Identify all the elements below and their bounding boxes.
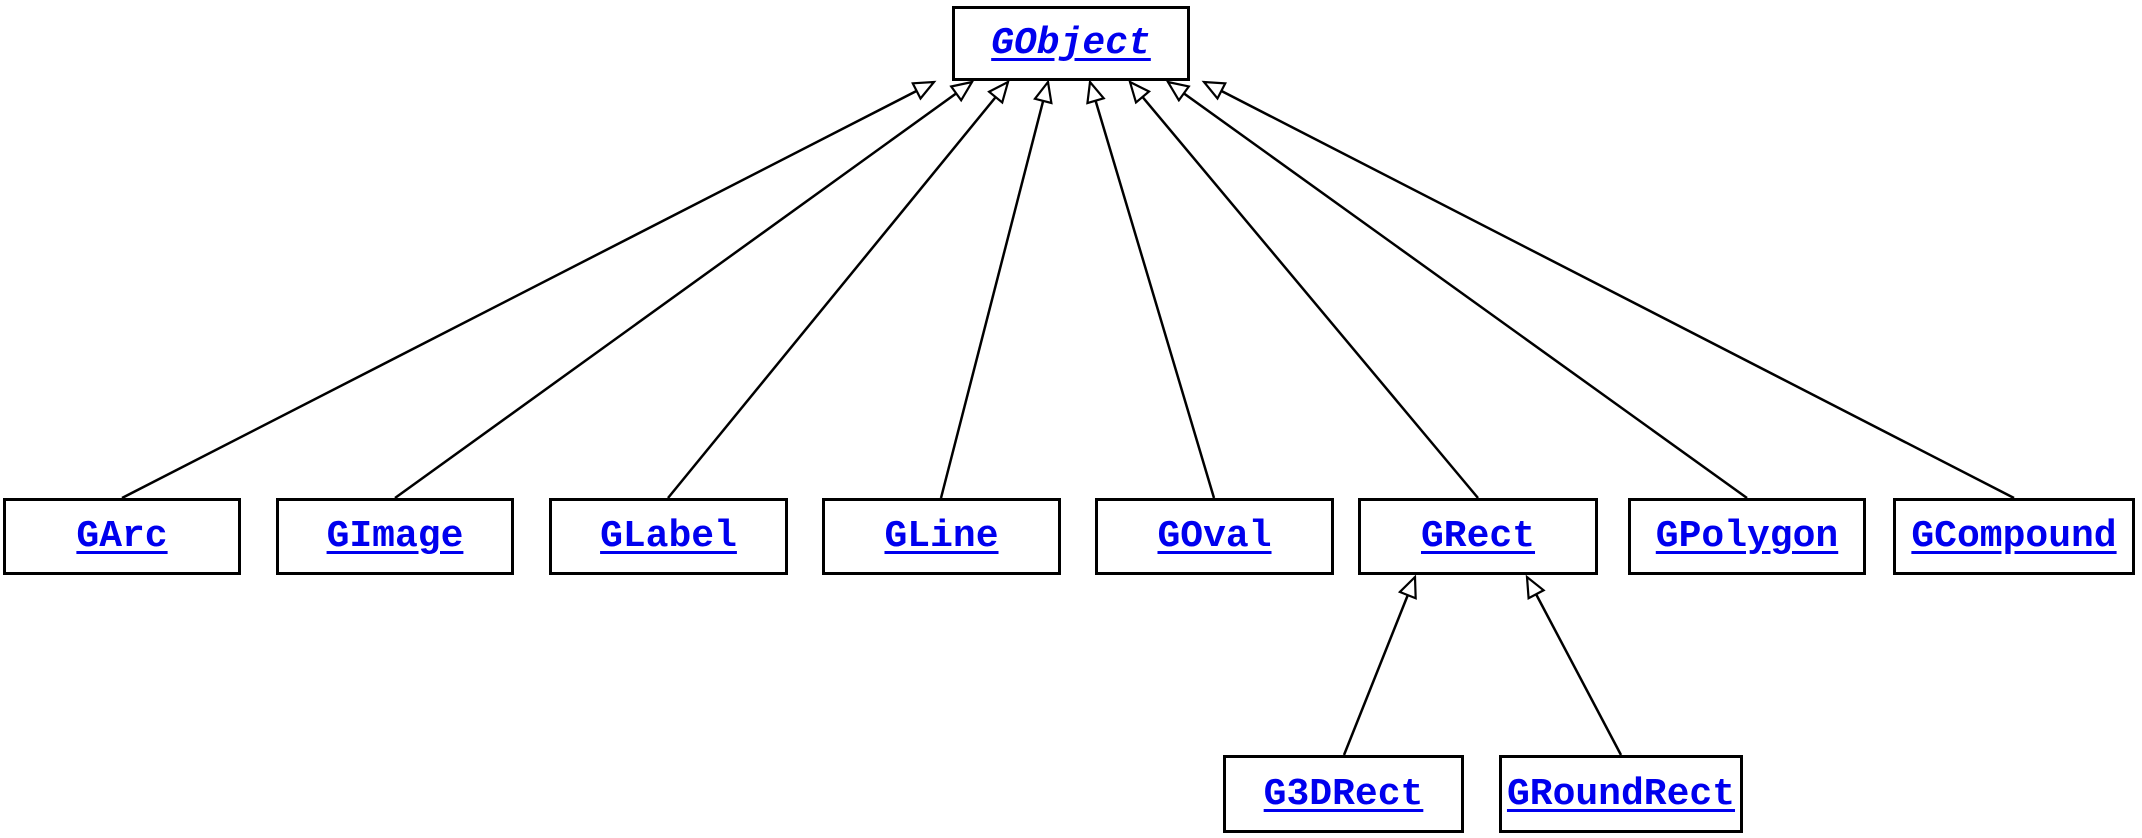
edge-gline-gobject — [939, 82, 1048, 499]
class-box-glabel[interactable]: GLabel — [549, 498, 788, 575]
class-link-gcompound[interactable]: GCompound — [1911, 515, 2117, 558]
class-box-goval[interactable]: GOval — [1095, 498, 1334, 575]
class-link-garc[interactable]: GArc — [76, 515, 168, 558]
class-box-garc[interactable]: GArc — [3, 498, 241, 575]
class-box-grect[interactable]: GRect — [1358, 498, 1598, 575]
edge-groundrect-grect — [1527, 577, 1623, 756]
class-box-g3drect[interactable]: G3DRect — [1223, 755, 1464, 833]
class-box-gimage[interactable]: GImage — [276, 498, 514, 575]
edge-goval-gobject — [1090, 82, 1216, 499]
edge-gpolygon-gobject — [1168, 82, 1748, 500]
class-box-groundrect[interactable]: GRoundRect — [1499, 755, 1743, 833]
class-box-gline[interactable]: GLine — [822, 498, 1061, 575]
class-box-gpolygon[interactable]: GPolygon — [1628, 498, 1866, 575]
edge-garc-gobject — [121, 82, 934, 500]
edge-grect-gobject — [1130, 82, 1479, 499]
edge-gimage-gobject — [394, 82, 972, 500]
class-link-g3drect[interactable]: G3DRect — [1263, 772, 1424, 816]
class-link-gline[interactable]: GLine — [884, 515, 999, 558]
class-link-goval[interactable]: GOval — [1157, 515, 1272, 558]
class-link-grect[interactable]: GRect — [1420, 515, 1536, 558]
edge-glabel-gobject — [667, 82, 1008, 499]
edge-g3drect-grect — [1342, 577, 1415, 756]
class-box-gobject[interactable]: GObject — [952, 6, 1190, 81]
class-link-gobject[interactable]: GObject — [991, 22, 1151, 65]
class-link-glabel[interactable]: GLabel — [600, 515, 737, 558]
class-box-gcompound[interactable]: GCompound — [1893, 498, 2135, 575]
class-link-groundrect[interactable]: GRoundRect — [1506, 772, 1736, 816]
edge-gcompound-gobject — [1204, 82, 2015, 500]
class-link-gimage[interactable]: GImage — [326, 515, 464, 558]
class-link-gpolygon[interactable]: GPolygon — [1655, 515, 1839, 558]
